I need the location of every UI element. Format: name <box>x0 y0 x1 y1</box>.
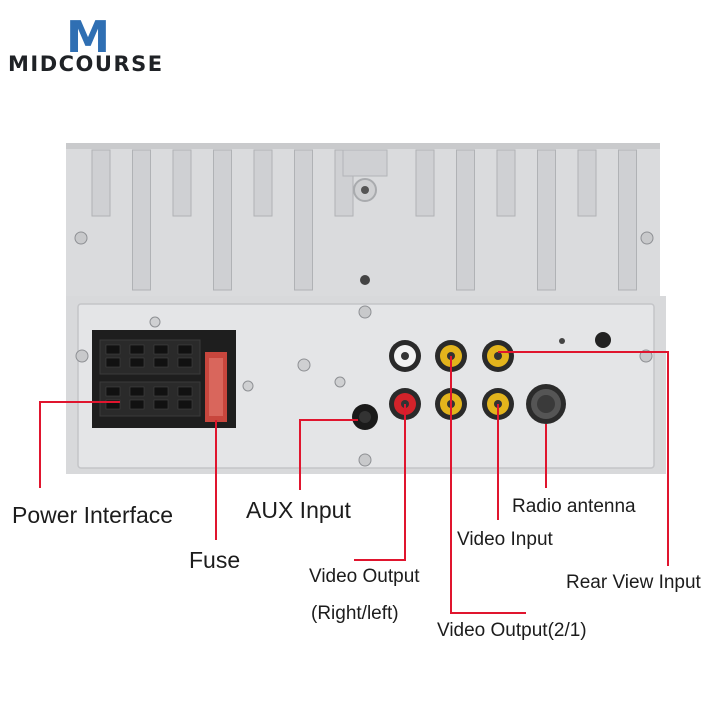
label-video-output-rl: Video Output <box>309 566 420 587</box>
heatsink-fin <box>456 149 475 291</box>
label-rear-view-input: Rear View Input <box>566 572 701 593</box>
leader-aux-input <box>299 419 358 490</box>
heatsink-fin <box>172 149 192 217</box>
heatsink-fin <box>496 149 516 217</box>
rca-jack-white <box>389 340 421 372</box>
label-video-output-rl-sub: (Right/left) <box>311 603 399 624</box>
heatsink-fin <box>91 149 111 217</box>
heatsink <box>66 143 660 305</box>
leader-video-output-rl <box>354 404 406 561</box>
heatsink-fin <box>294 149 313 291</box>
connector-pin <box>153 357 169 368</box>
heatsink-fin <box>415 149 435 217</box>
brand-name: MIDCOURSE <box>8 52 164 76</box>
rca-jack-yellow-2 <box>435 388 467 420</box>
connector-pin <box>177 386 193 397</box>
connector-pin <box>177 344 193 355</box>
connector-pin <box>153 344 169 355</box>
label-fuse: Fuse <box>189 547 241 573</box>
heatsink-fin <box>132 149 151 291</box>
connector-pin <box>105 399 121 410</box>
label-video-input: Video Input <box>457 529 553 550</box>
connector-pin <box>177 399 193 410</box>
connector-pin <box>153 386 169 397</box>
leader-power-interface <box>39 401 120 488</box>
leader-rear-view-input <box>498 351 669 566</box>
power-connector <box>92 330 236 428</box>
connector-pin <box>129 344 145 355</box>
heatsink-fin <box>537 149 556 291</box>
label-radio-antenna: Radio antenna <box>512 496 636 517</box>
label-power-interface: Power Interface <box>12 502 174 528</box>
connector-pin <box>177 357 193 368</box>
connector-pin <box>129 399 145 410</box>
leader-video-output-21 <box>450 356 526 614</box>
connector-pin <box>153 399 169 410</box>
heatsink-fin <box>618 149 637 291</box>
connector-pin <box>129 357 145 368</box>
connector-pin <box>129 386 145 397</box>
connector-pin <box>105 357 121 368</box>
aux-jack <box>352 404 378 430</box>
heatsink-fin <box>213 149 232 291</box>
heatsink-fin <box>577 149 597 217</box>
connector-pin <box>105 344 121 355</box>
rca-jack-yellow-3 <box>482 340 514 372</box>
label-aux-input: AUX Input <box>246 497 351 523</box>
heatsink-fin <box>253 149 273 217</box>
connector-pin <box>105 386 121 397</box>
antenna-socket <box>526 384 566 424</box>
label-video-output-21: Video Output(2/1) <box>437 620 587 641</box>
logo-letter: M <box>66 12 110 63</box>
